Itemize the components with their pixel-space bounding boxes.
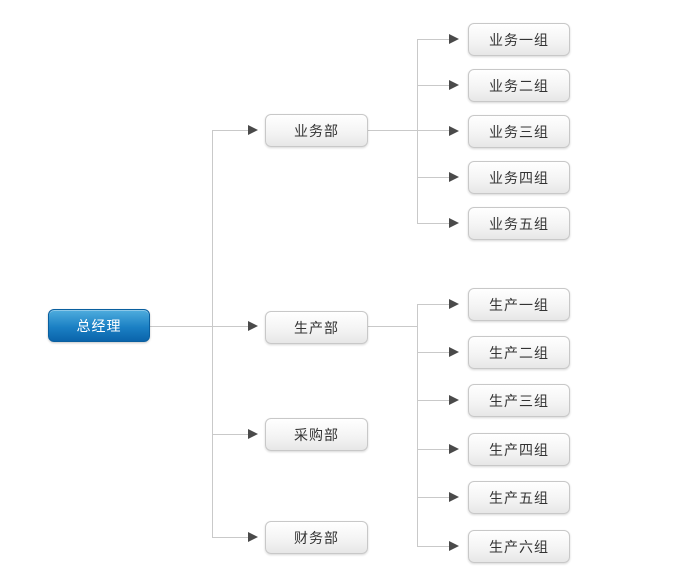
- arrowhead-icon: [449, 395, 459, 405]
- connector-branch-production-group4: [417, 449, 449, 450]
- connector-level1-trunk: [212, 130, 213, 538]
- node-production-group-2[interactable]: 生产二组: [468, 336, 570, 369]
- connector-branch-business-group4: [417, 177, 449, 178]
- arrowhead-icon: [449, 34, 459, 44]
- node-production-group-1[interactable]: 生产一组: [468, 288, 570, 321]
- node-business-group-5[interactable]: 业务五组: [468, 207, 570, 240]
- connector-production-trunk: [417, 304, 418, 547]
- node-business-group-4[interactable]: 业务四组: [468, 161, 570, 194]
- connector-branch-business-group5: [417, 223, 449, 224]
- connector-branch-production-group1: [417, 304, 449, 305]
- connector-branch-production-group2: [417, 352, 449, 353]
- connector-branch-production-group5: [417, 497, 449, 498]
- connector-branch-production-group3: [417, 400, 449, 401]
- arrowhead-icon: [449, 172, 459, 182]
- arrowhead-icon: [449, 492, 459, 502]
- arrowhead-icon: [449, 444, 459, 454]
- connector-branch-production-group6: [417, 546, 449, 547]
- arrowhead-icon: [449, 541, 459, 551]
- arrowhead-icon: [248, 125, 258, 135]
- connector-branch-business-dept: [212, 130, 248, 131]
- arrowhead-icon: [248, 321, 258, 331]
- connector-branch-business-group2: [417, 85, 449, 86]
- arrowhead-icon: [449, 218, 459, 228]
- node-production-group-6[interactable]: 生产六组: [468, 530, 570, 563]
- node-production-group-5[interactable]: 生产五组: [468, 481, 570, 514]
- connector-production-dept-to-trunk: [368, 326, 417, 327]
- connector-branch-business-group1: [417, 39, 449, 40]
- arrowhead-icon: [248, 532, 258, 542]
- node-purchasing-dept[interactable]: 采购部: [265, 418, 368, 451]
- node-business-group-3[interactable]: 业务三组: [468, 115, 570, 148]
- node-production-dept[interactable]: 生产部: [265, 311, 368, 344]
- connector-business-trunk: [417, 39, 418, 224]
- node-finance-dept[interactable]: 财务部: [265, 521, 368, 554]
- node-production-group-3[interactable]: 生产三组: [468, 384, 570, 417]
- node-business-dept[interactable]: 业务部: [265, 114, 368, 147]
- node-production-group-4[interactable]: 生产四组: [468, 433, 570, 466]
- arrowhead-icon: [449, 126, 459, 136]
- arrowhead-icon: [248, 429, 258, 439]
- connector-root-to-production: [150, 326, 248, 327]
- connector-business-dept-to-group3: [368, 130, 449, 131]
- connector-branch-purchasing-dept: [212, 434, 248, 435]
- node-general-manager[interactable]: 总经理: [48, 309, 150, 342]
- arrowhead-icon: [449, 347, 459, 357]
- node-business-group-2[interactable]: 业务二组: [468, 69, 570, 102]
- connector-branch-finance-dept: [212, 537, 248, 538]
- node-business-group-1[interactable]: 业务一组: [468, 23, 570, 56]
- arrowhead-icon: [449, 299, 459, 309]
- arrowhead-icon: [449, 80, 459, 90]
